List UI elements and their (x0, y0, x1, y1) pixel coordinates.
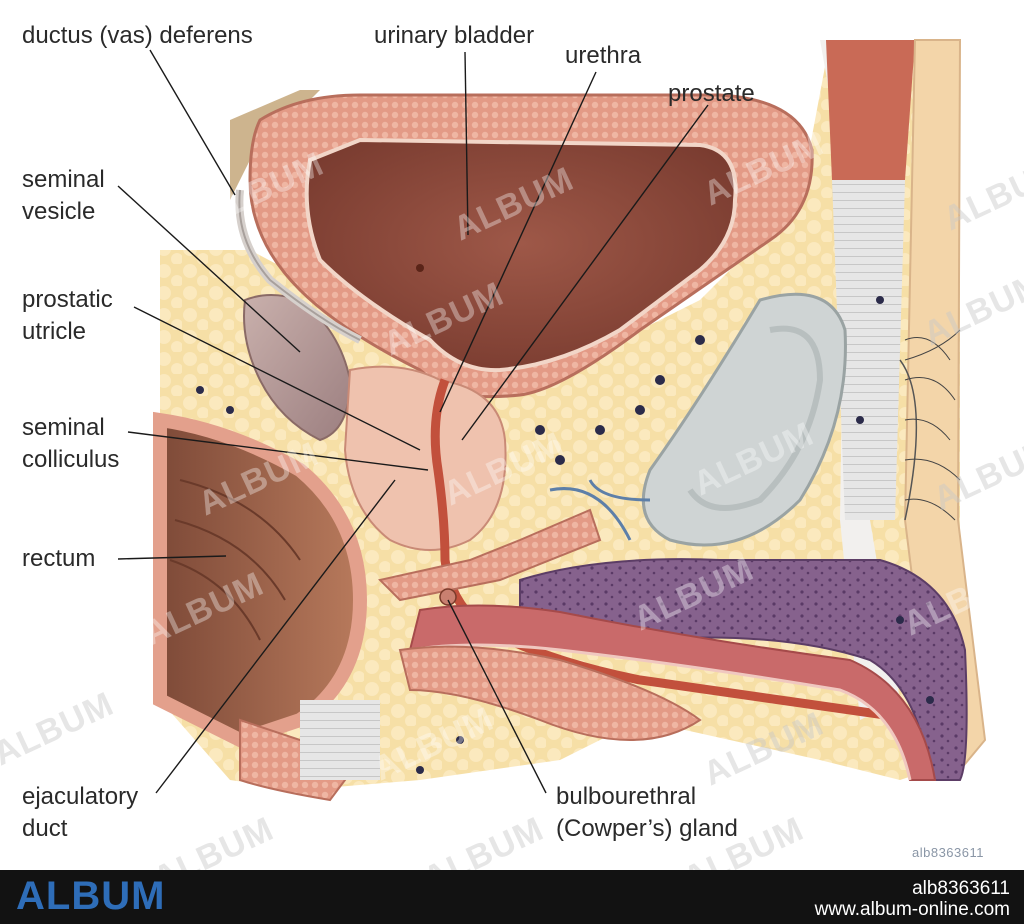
bulbospongiosus-muscle (398, 645, 702, 741)
leader-rectum (117, 555, 227, 560)
leader-utricle (133, 306, 421, 451)
label-rectum: rectum (22, 545, 96, 572)
leader-seminal-vesicle (117, 185, 301, 353)
leader-bulbourethral (447, 599, 547, 794)
label-ejaculatory-duct: ejaculatory duct (22, 783, 139, 842)
bulbourethral-gland-shape (439, 588, 457, 606)
prostate-gland (343, 365, 507, 551)
rectum (153, 411, 368, 748)
label-prostate: prostate (668, 80, 755, 107)
bladder-lumen (304, 137, 738, 373)
rectus-muscle (826, 40, 915, 180)
pubic-hair (904, 329, 961, 521)
label-bulbourethral-gland: bulbourethral (Cowper’s) gland (556, 783, 738, 842)
label-prostatic-utricle: prostatic utricle (22, 286, 113, 345)
perineal-muscle (378, 508, 602, 602)
label-urethra: urethra (565, 42, 642, 69)
footer-image-code: alb8363611 (912, 878, 1010, 899)
blood-vessels (549, 479, 651, 541)
illustration-area: ALBUM ALBUM ALBUM ALBUM ALBUM ALBUM ALBU… (0, 22, 1024, 899)
footer-url[interactable]: www.album-online.com (814, 899, 1010, 920)
leader-colliculus (127, 431, 429, 471)
label-seminal-vesicle: seminal vesicle (22, 166, 105, 225)
background-tissue (230, 90, 320, 200)
leader-lines (117, 49, 709, 794)
label-ductus-deferens: ductus (vas) deferens (22, 22, 253, 49)
image-reference: alb8363611 (912, 845, 984, 860)
pubic-symphysis (641, 292, 847, 547)
label-seminal-colliculus: seminal colliculus (22, 414, 120, 473)
leader-prostate (461, 104, 709, 441)
footer-bar: ALBUM alb8363611 www.album-online.com (0, 870, 1024, 924)
footer-logo[interactable]: ALBUM (16, 874, 166, 918)
leader-ejaculatory (155, 479, 396, 794)
leader-urethra (439, 71, 597, 413)
anatomy-illustration (117, 39, 987, 802)
fat-cell-nuclei (196, 296, 934, 774)
label-urinary-bladder: urinary bladder (374, 22, 535, 49)
leader-bladder (464, 51, 469, 236)
leader-ductus (149, 49, 236, 196)
sphincter-muscle (300, 700, 380, 780)
